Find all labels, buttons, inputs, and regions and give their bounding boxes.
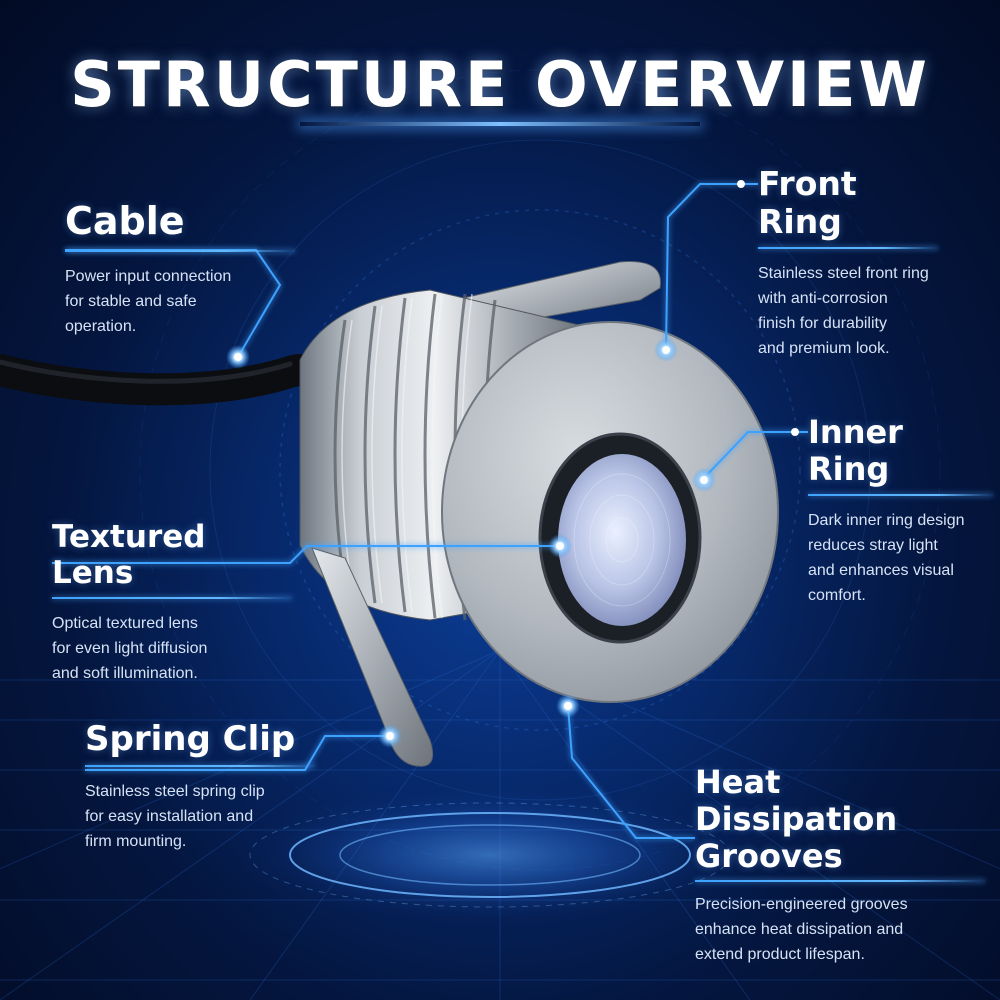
callout-inner-ring: Inner Ring Dark inner ring design reduce…: [808, 414, 993, 608]
callout-inner-ring-heading: Inner Ring: [808, 413, 903, 488]
callout-underline: [808, 493, 993, 496]
callout-heat-dissipation-heading: Heat Dissipation Grooves: [695, 763, 898, 875]
callout-dots: [226, 180, 799, 748]
leader-lines: [52, 183, 808, 839]
callout-cable-description: Power input connection for stable and sa…: [65, 267, 232, 335]
title-glow-line: [300, 122, 700, 126]
textured-lens: [558, 454, 686, 626]
callout-heat-dissipation: Heat Dissipation Grooves Precision-engin…: [695, 764, 985, 967]
callout-front-ring-heading: Front Ring: [758, 164, 857, 241]
callout-spring-clip-heading: Spring Clip: [85, 719, 296, 759]
callout-front-ring-description: Stainless steel front ring with anti-cor…: [758, 264, 929, 357]
callout-underline: [65, 249, 295, 252]
callout-underline: [52, 597, 292, 600]
callout-underline: [85, 765, 315, 768]
callout-underline: [758, 246, 938, 249]
floor-rings: [249, 802, 731, 908]
callout-underline: [695, 880, 985, 883]
callout-cable-heading: Cable: [65, 199, 185, 243]
callout-textured-lens-heading: Textured Lens: [52, 519, 206, 591]
page-title: STRUCTURE OVERVIEW: [70, 48, 930, 121]
callout-spring-clip: Spring Clip Stainless steel spring clip …: [85, 719, 315, 854]
floor-glow: [230, 785, 750, 925]
callout-textured-lens-description: Optical textured lens for even light dif…: [52, 615, 208, 683]
callout-heat-dissipation-description: Precision-engineered grooves enhance hea…: [695, 896, 908, 964]
callout-spring-clip-description: Stainless steel spring clip for easy ins…: [85, 783, 265, 851]
cable-illustration: [0, 354, 347, 436]
callout-cable: Cable Power input connection for stable …: [65, 199, 295, 339]
callout-front-ring: Front Ring Stainless steel front ring wi…: [758, 165, 938, 361]
callout-textured-lens: Textured Lens Optical textured lens for …: [52, 519, 292, 686]
callout-inner-ring-description: Dark inner ring design reduces stray lig…: [808, 511, 965, 604]
